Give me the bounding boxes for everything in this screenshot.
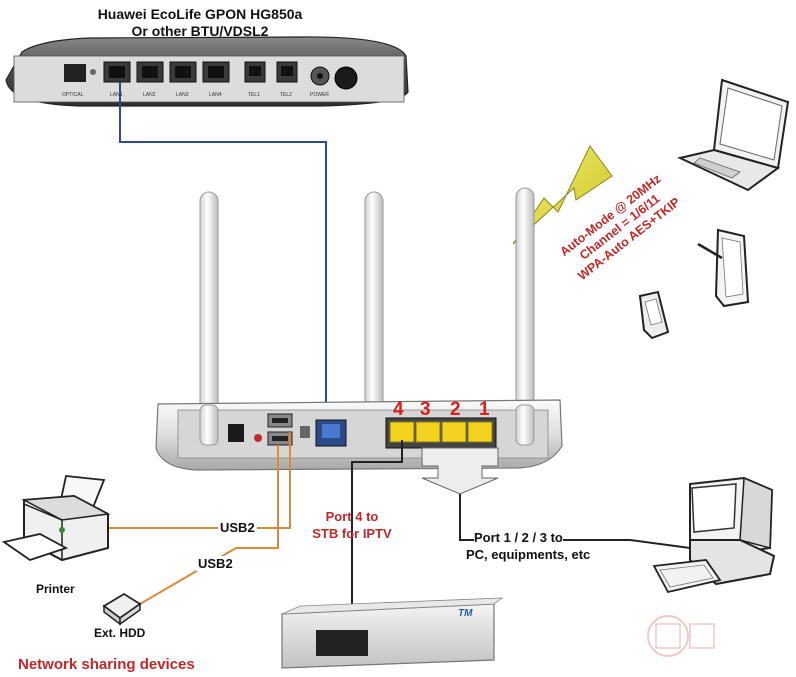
modem-port-label-tel1: TEL1 — [248, 92, 260, 98]
antenna-center — [364, 191, 384, 439]
watermark — [647, 615, 715, 657]
router-power-jack — [228, 424, 244, 442]
stb-display — [316, 630, 368, 656]
router-antennas — [199, 187, 535, 443]
port-number-1: 1 — [479, 399, 490, 420]
port4-label: Port 4 to STB for IPTV — [302, 508, 402, 542]
port-number-4: 4 — [393, 399, 404, 420]
network-sharing-caption: Network sharing devices — [18, 656, 195, 673]
ports123-label-line1: Port 1 / 2 / 3 to — [474, 530, 563, 545]
port4-label-line2: STB for IPTV — [312, 526, 392, 541]
modem-title: Huawei EcoLife GPON HG850a Or other BTU/… — [60, 6, 340, 40]
modem-port-label-tel2: TEL2 — [280, 92, 292, 98]
modem-title-line1: Huawei EcoLife GPON HG850a — [97, 6, 303, 22]
usb-hdd-label: USB2 — [196, 556, 235, 571]
lan-port-4 — [389, 421, 415, 443]
port-number-3: 3 — [420, 399, 431, 420]
desktop-pc-icon — [652, 476, 776, 594]
lan-port-3 — [415, 421, 441, 443]
tablet-icon — [697, 228, 750, 308]
optical-port — [64, 64, 86, 82]
port4-label-line1: Port 4 to — [325, 509, 379, 524]
cable-usb-printer — [108, 432, 291, 529]
port-number-2: 2 — [450, 399, 461, 420]
router-reset-icon — [254, 434, 262, 442]
modem-port-label-lan2: LAN2 — [143, 92, 156, 98]
cable-modem-to-router — [119, 82, 327, 428]
lan-arrow-icon — [421, 447, 499, 495]
keyboard-icon — [652, 559, 722, 594]
lan-port-1 — [467, 421, 493, 443]
gpon-modem — [5, 36, 409, 107]
modem-tel-ports — [244, 61, 298, 83]
modem-port-label-lan4: LAN4 — [209, 92, 222, 98]
modem-port-label-lan1: LAN1 — [110, 92, 123, 98]
modem-port-label-power: POWER — [310, 92, 329, 98]
hdd-label: Ext. HDD — [94, 626, 146, 640]
cable-usb-hdd — [139, 445, 279, 605]
printer-label: Printer — [36, 582, 75, 596]
phone-icon — [638, 290, 670, 340]
laptop-icon — [676, 78, 790, 192]
hdd-icon — [102, 592, 142, 626]
wireless-router — [155, 399, 563, 471]
modem-title-line2: Or other BTU/VDSL2 — [131, 23, 269, 39]
ports123-label-line2: PC, equipments, etc — [466, 547, 591, 562]
modem-port-label-lan3: LAN3 — [176, 92, 189, 98]
usb-printer-label: USB2 — [218, 520, 257, 535]
wireless-bolt-icon — [512, 145, 613, 245]
lan-port-2 — [441, 421, 467, 443]
stb-logo: TM — [458, 608, 473, 619]
stylus-icon — [697, 242, 723, 260]
printer-icon — [1, 475, 111, 562]
cable-port4-to-stb — [351, 440, 403, 612]
set-top-box — [281, 597, 504, 669]
modem-port-label-optical: OPTICAL — [62, 92, 84, 98]
monitor-screen — [691, 483, 737, 533]
modem-power-button — [334, 66, 358, 90]
modem-lan-ports — [103, 61, 230, 83]
